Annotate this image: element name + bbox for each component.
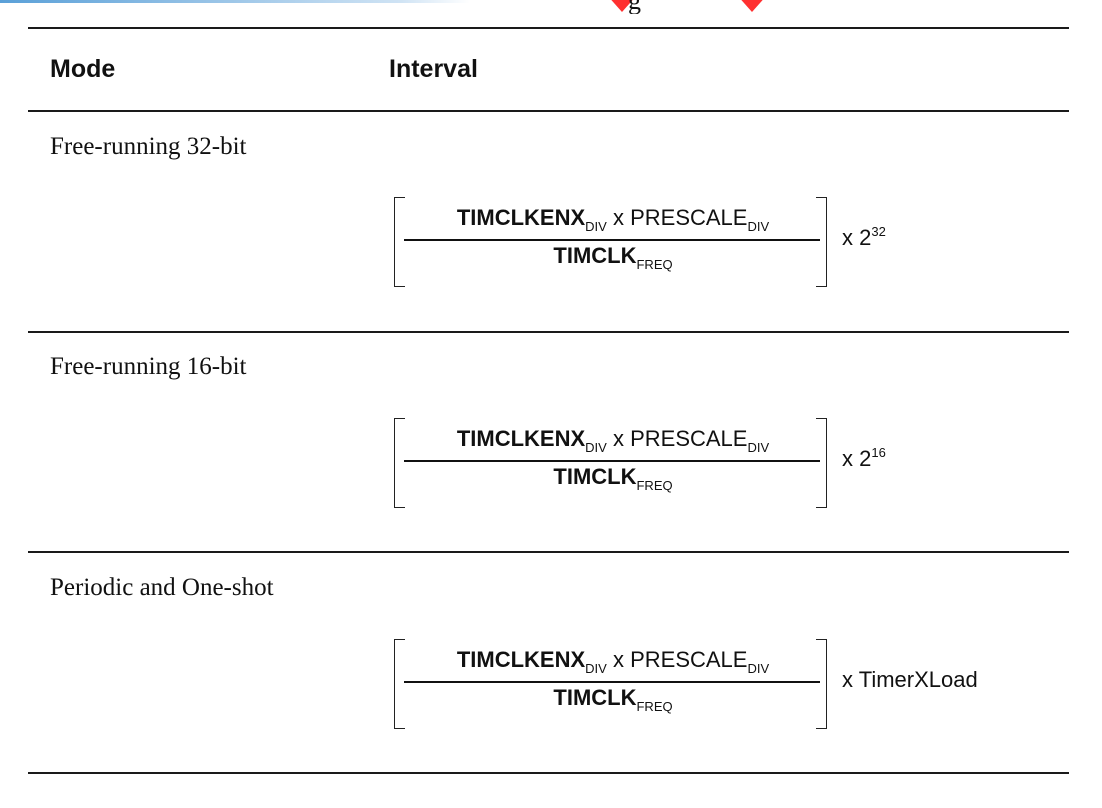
right-bracket [816, 197, 827, 287]
left-bracket [394, 639, 405, 729]
fraction-bar [404, 239, 820, 241]
fraction-bar [404, 681, 820, 683]
interval-formula: TIMCLKENXDIV x PRESCALEDIV TIMCLKFREQ x … [390, 418, 1040, 508]
right-bracket [816, 639, 827, 729]
right-bracket [816, 418, 827, 508]
blue-header-bar [0, 0, 470, 3]
interval-formula: TIMCLKENXDIV x PRESCALEDIV TIMCLKFREQ x … [390, 639, 1040, 729]
mode-label: Periodic and One-shot [50, 574, 274, 601]
left-bracket [394, 197, 405, 287]
red-logo-mark [606, 0, 638, 12]
formula-multiplier: x TimerXLoad [842, 667, 978, 692]
left-bracket [394, 418, 405, 508]
formula-denominator: TIMCLKFREQ [553, 243, 673, 272]
formula-denominator: TIMCLKFREQ [553, 464, 673, 493]
column-header-interval: Interval [389, 55, 478, 83]
mode-label: Free-running 16-bit [50, 353, 247, 380]
formula-denominator: TIMCLKFREQ [553, 685, 673, 714]
formula-multiplier: x 232 [842, 224, 886, 250]
header-rule [28, 110, 1069, 112]
row-rule [28, 331, 1069, 333]
red-logo-mark [736, 0, 768, 12]
column-header-mode: Mode [50, 55, 116, 83]
interval-formula: TIMCLKENXDIV x PRESCALEDIV TIMCLKFREQ x … [390, 197, 1040, 287]
mode-label: Free-running 32-bit [50, 133, 247, 160]
formula-multiplier: x 216 [842, 445, 886, 471]
row-rule [28, 551, 1069, 553]
formula-numerator: TIMCLKENXDIV x PRESCALEDIV [456, 426, 770, 455]
cropped-title-fragment: g [628, 0, 641, 14]
formula-numerator: TIMCLKENXDIV x PRESCALEDIV [456, 205, 770, 234]
fraction-bar [404, 460, 820, 462]
formula-numerator: TIMCLKENXDIV x PRESCALEDIV [456, 647, 770, 676]
table-top-rule [28, 27, 1069, 29]
table-bottom-rule [28, 772, 1069, 774]
top-cropped-band: g [0, 0, 1102, 14]
